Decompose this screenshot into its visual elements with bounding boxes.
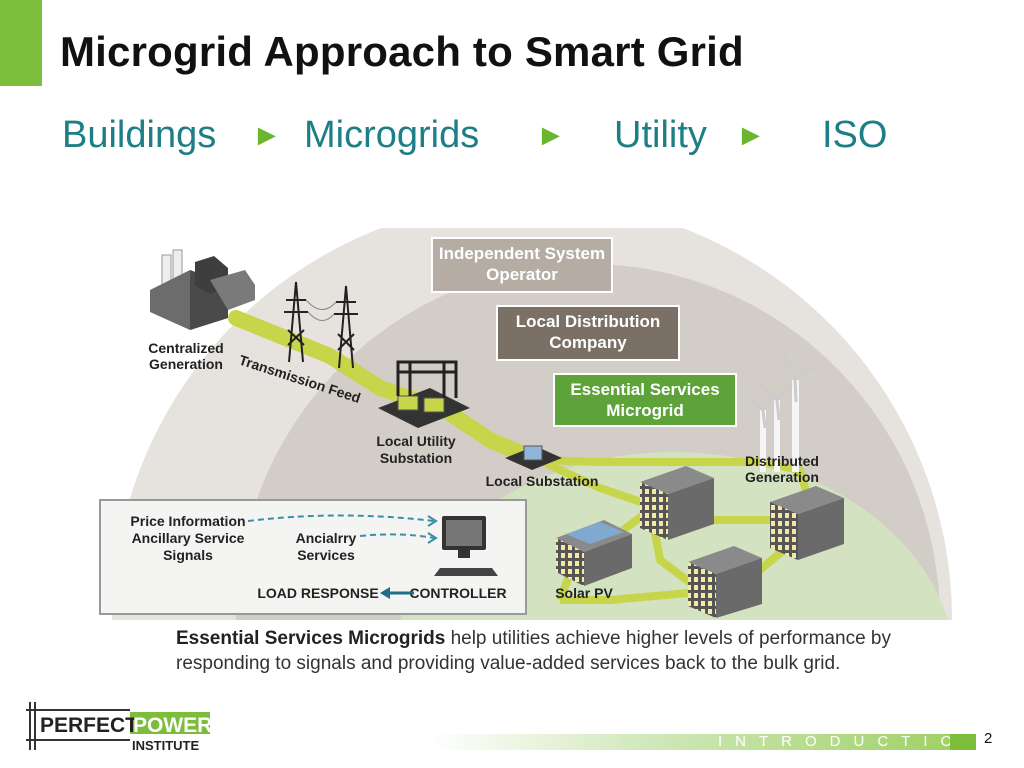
centralized-label-1: Centralized (148, 340, 223, 356)
flow-microgrids: Microgrids (304, 114, 480, 156)
transmission-towers (284, 281, 358, 369)
price-signal-arrow (247, 514, 435, 522)
caption-bold: Essential Services Microgrids (176, 628, 446, 649)
logo-perfect: PERFECT (40, 714, 138, 737)
flow-buildings: Buildings (62, 114, 217, 156)
caption-text: help utilities achieve higher levels of … (176, 628, 891, 674)
iso-box: Independent System Operator (431, 237, 613, 293)
ldc-label-line1: Local Distribution (516, 312, 661, 331)
distributed-label-1: Distributed (745, 453, 819, 469)
page-title: Microgrid Approach to Smart Grid (60, 28, 744, 75)
logo-power: POWER (133, 714, 212, 737)
building-1 (640, 466, 714, 540)
microgrid-diagram: Independent System Operator Local Distri… (99, 228, 952, 620)
perfect-power-institute-logo: PERFECT POWER INSTITUTE (26, 702, 212, 752)
local-substation-label: Local Substation (486, 473, 599, 489)
building-3 (688, 546, 762, 618)
solar-pv-label: Solar PV (555, 585, 613, 601)
ldc-box: Local Distribution Company (496, 305, 680, 361)
utility-substation-label-1: Local Utility (376, 433, 456, 449)
flow-arrow-3: ► (736, 119, 766, 152)
distributed-label-2: Generation (745, 469, 819, 485)
footer-accent-square (950, 734, 976, 750)
flow-iso: ISO (822, 114, 888, 156)
logo-institute: INSTITUTE (132, 738, 199, 752)
building-2 (770, 486, 844, 560)
esm-label-line1: Essential Services (570, 380, 719, 399)
flow-arrow-1: ► (252, 119, 282, 152)
computer-icon (434, 516, 498, 576)
ldc-label-line2: Company (549, 333, 627, 352)
title-accent-bar (0, 0, 42, 86)
solar-building (556, 520, 632, 586)
iso-label-line2: Operator (486, 265, 558, 284)
load-response-label: LOAD RESPONSE (257, 585, 378, 601)
footer-section-label: INTRODUCTION (718, 733, 989, 750)
footer-gradient-band (430, 734, 974, 750)
diagram-caption: Essential Services Microgrids help utili… (176, 626, 936, 676)
utility-substation-label-2: Substation (380, 450, 452, 466)
page-number: 2 (984, 730, 993, 747)
signals-inset: Price Information Ancillary Service Sign… (99, 499, 527, 615)
wind-turbines (745, 347, 819, 472)
esm-box: Essential Services Microgrid (553, 373, 737, 427)
power-plant (150, 249, 255, 330)
iso-label-line1: Independent System (439, 244, 605, 263)
price-info-label-2: Ancillary Service (132, 530, 245, 546)
ancillary-label-1: Ancialrry (296, 530, 357, 546)
flow-utility: Utility (614, 114, 707, 156)
controller-label: CONTROLLER (409, 585, 506, 601)
flow-arrow-2: ► (536, 119, 566, 152)
utility-substation (378, 360, 470, 428)
ancillary-label-2: Services (297, 547, 355, 563)
price-info-label-3: Signals (163, 547, 213, 563)
centralized-label-2: Generation (149, 356, 223, 372)
price-info-label-1: Price Information (130, 513, 245, 529)
esm-label-line2: Microgrid (606, 401, 683, 420)
local-substation (505, 445, 562, 470)
